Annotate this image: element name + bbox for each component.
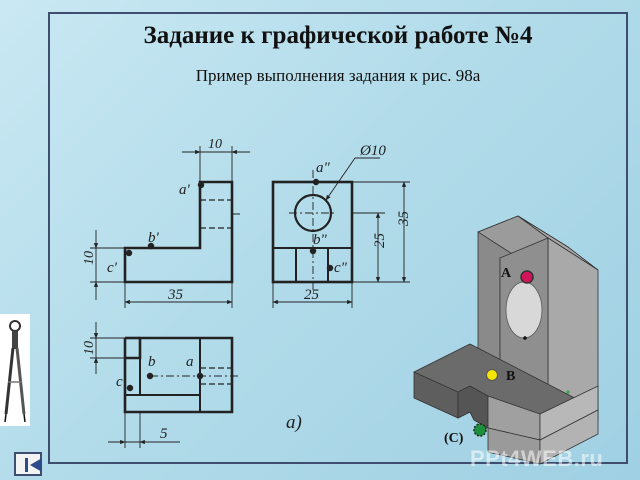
side-dim-bottom: 25	[304, 287, 320, 303]
model-label-b: B	[506, 369, 515, 384]
front-point-b-label: b'	[148, 230, 160, 246]
model-point-c	[473, 423, 487, 437]
model-point-a	[520, 270, 534, 284]
isometric-model	[413, 215, 599, 465]
watermark: PPt4WEB.ru	[470, 446, 604, 471]
side-view-outline	[271, 180, 354, 284]
front-view-points	[125, 181, 205, 257]
front-view	[90, 146, 250, 308]
front-point-a-label: a'	[179, 182, 191, 198]
top-dim-bottom: 5	[160, 426, 168, 442]
side-point-b-label: b"	[313, 232, 328, 248]
slide-subtitle: Пример выполнения задания к рис. 98а	[195, 66, 481, 85]
side-dim-hole: Ø10	[359, 143, 386, 159]
compass-icon	[0, 314, 30, 426]
top-view-points	[126, 372, 204, 392]
top-view-outline	[123, 336, 234, 414]
skip-back-icon	[25, 458, 42, 472]
side-point-a-label: a"	[316, 160, 331, 176]
figure-caption: а)	[286, 412, 302, 433]
top-dim-left: 10	[82, 341, 97, 355]
skip-back-button[interactable]	[14, 452, 42, 476]
front-dim-left: 10	[82, 251, 97, 265]
top-point-c-label: c	[116, 374, 123, 390]
side-view	[271, 157, 410, 308]
top-point-b-label: b	[148, 354, 156, 370]
front-point-c-label: c'	[107, 260, 118, 276]
side-dim-right-outer: 35	[396, 211, 412, 228]
plate-hole	[505, 281, 543, 339]
model-points	[473, 270, 570, 437]
slide-title: Задание к графической работе №4	[143, 22, 533, 49]
side-point-c-label: c"	[334, 260, 348, 276]
model-label-c: (C)	[444, 431, 464, 446]
front-dim-top: 10	[208, 137, 222, 152]
side-dim-right-inner: 25	[372, 233, 388, 249]
slide-frame	[48, 12, 628, 464]
model-point-b	[486, 369, 498, 381]
front-dim-bottom: 35	[167, 287, 184, 303]
top-point-a-label: a	[186, 354, 194, 370]
model-label-a: A	[501, 266, 512, 281]
side-view-points	[309, 178, 334, 272]
